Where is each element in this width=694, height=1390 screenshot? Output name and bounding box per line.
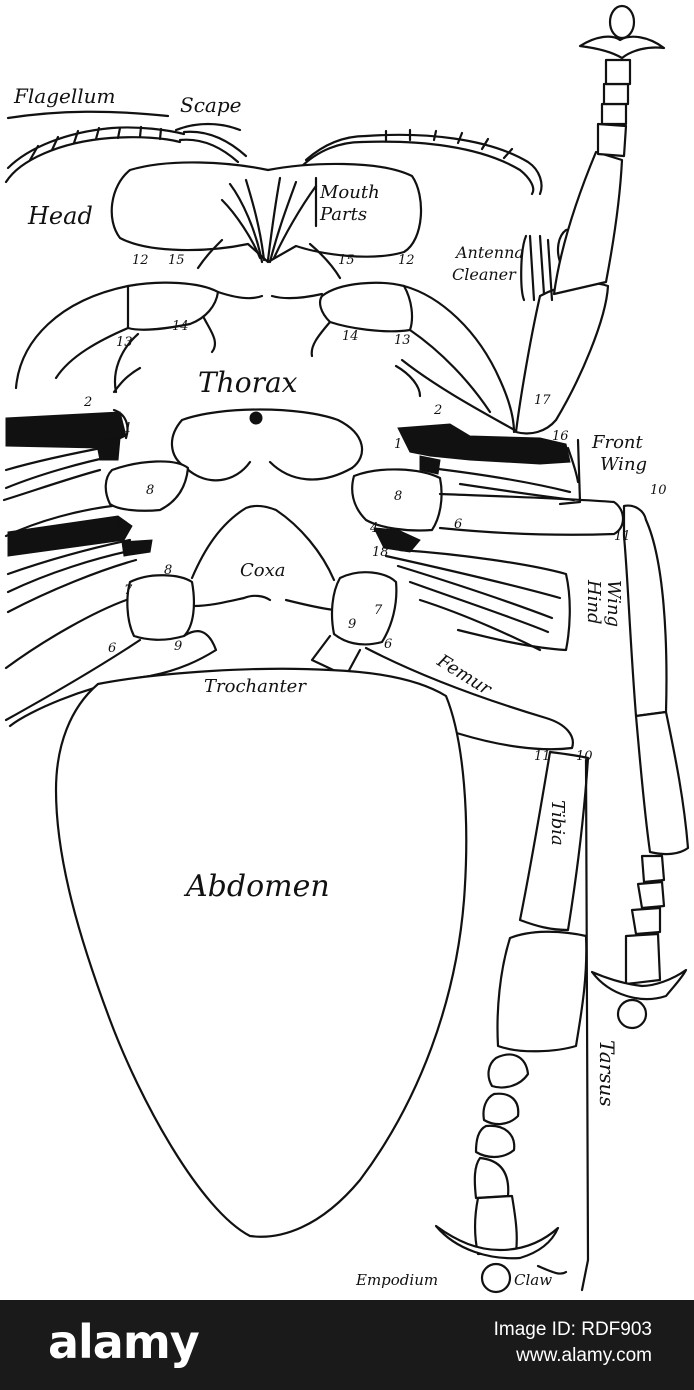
label-coxa: Coxa (240, 560, 286, 581)
antenna-cleaner-leg (400, 4, 666, 484)
label-abdomen: Abdomen (183, 869, 330, 904)
label-mouth-parts-1: Mouth (319, 182, 380, 203)
num-4-right: 4 (369, 521, 378, 536)
label-front-wing-1: Front (591, 432, 644, 453)
diagram-svg: Flagellum Scape Head Mouth Parts Antenna… (2, 4, 690, 1294)
num-6-left: 6 (108, 641, 116, 656)
watermark-banner (0, 1300, 694, 1390)
site-url: www.alamy.com (516, 1345, 652, 1366)
num-2-left: 2 (83, 395, 92, 410)
prothorax (202, 290, 332, 358)
label-head: Head (27, 202, 93, 230)
label-antenna-cleaner-2: Cleaner (452, 265, 517, 284)
num-14-right: 14 (342, 329, 359, 344)
num-13-right: 13 (394, 333, 411, 348)
thorax-outline (112, 364, 422, 470)
num-18: 18 (372, 545, 389, 560)
num-17-top: 17 (534, 393, 551, 408)
num-7-left: 7 (124, 583, 133, 598)
num-15-left: 15 (168, 253, 185, 268)
num-12-right: 12 (398, 253, 415, 268)
label-hind-wing-1: Hind (583, 579, 604, 625)
label-tibia: Tibia (547, 800, 568, 846)
num-15-right: 15 (338, 253, 355, 268)
num-14-left: 14 (172, 319, 189, 334)
label-mouth-parts-2: Parts (319, 204, 367, 225)
num-12-left: 12 (132, 253, 149, 268)
head-outline (110, 161, 423, 264)
label-tibia-group: Tibia (547, 800, 568, 846)
num-6-lower-right: 6 (384, 637, 392, 652)
left-front-wing (2, 408, 129, 502)
label-hind-wing-2: Wing (603, 580, 624, 627)
scape-bracket (174, 122, 242, 132)
label-front-wing-2: Wing (600, 454, 647, 475)
num-4-left: 4 (113, 517, 122, 532)
metathorax (190, 504, 336, 612)
label-antenna-cleaner-1: Antenna (454, 243, 524, 262)
insect-anatomy-diagram: Flagellum Scape Head Mouth Parts Antenna… (2, 4, 690, 1294)
label-hind-wing-group: Hind Wing (583, 579, 624, 627)
num-9-left: 9 (174, 639, 182, 654)
num-11-lower: 11 (534, 749, 551, 764)
label-tarsus: Tarsus (595, 1040, 619, 1107)
abdomen-outline (54, 667, 468, 1238)
num-10-lower: 10 (576, 749, 593, 764)
label-thorax: Thorax (198, 366, 298, 399)
num-13-left: 13 (116, 335, 133, 350)
label-scape: Scape (180, 93, 241, 117)
num-8-lower-left: 8 (164, 563, 172, 578)
num-10-right: 10 (650, 483, 667, 498)
left-antenna (4, 125, 248, 184)
left-hind-wing (4, 515, 153, 722)
num-11-right: 11 (614, 529, 631, 544)
flagellum-bracket (6, 110, 170, 120)
right-front-wing (397, 423, 582, 506)
label-claw: Claw (514, 1271, 552, 1289)
num-2-right: 2 (433, 403, 442, 418)
antenna-cleaner-bracket (520, 234, 536, 302)
num-8-right: 8 (394, 489, 402, 504)
num-16-top: 16 (552, 429, 569, 444)
num-1-right: 1 (394, 437, 402, 452)
image-id-block: Image ID: RDF903 www.alamy.com (494, 1317, 652, 1369)
right-antenna (298, 128, 543, 196)
label-flagellum: Flagellum (13, 84, 115, 108)
mouth-parts (220, 176, 318, 264)
label-trochanter: Trochanter (204, 676, 307, 697)
front-leg-right (308, 242, 516, 434)
label-empodium: Empodium (355, 1271, 438, 1289)
num-8-left: 8 (146, 483, 154, 498)
label-tarsus-group: Tarsus (595, 1040, 619, 1107)
alamy-logo: alamy (48, 1310, 200, 1374)
num-9-right: 9 (348, 617, 356, 632)
front-leg-left (14, 238, 224, 394)
thorax-spot (249, 411, 263, 425)
image-id-label: Image ID: RDF903 (493, 1319, 652, 1340)
right-hind-leg (310, 571, 590, 1294)
right-middle-leg (351, 468, 690, 1030)
num-7-right: 7 (374, 603, 383, 618)
right-hind-wing (373, 527, 571, 652)
num-1-left: 1 (124, 421, 132, 436)
num-6-right: 6 (454, 517, 462, 532)
mesothorax (184, 460, 354, 482)
alamy-logo-text: alamy (48, 1315, 200, 1369)
